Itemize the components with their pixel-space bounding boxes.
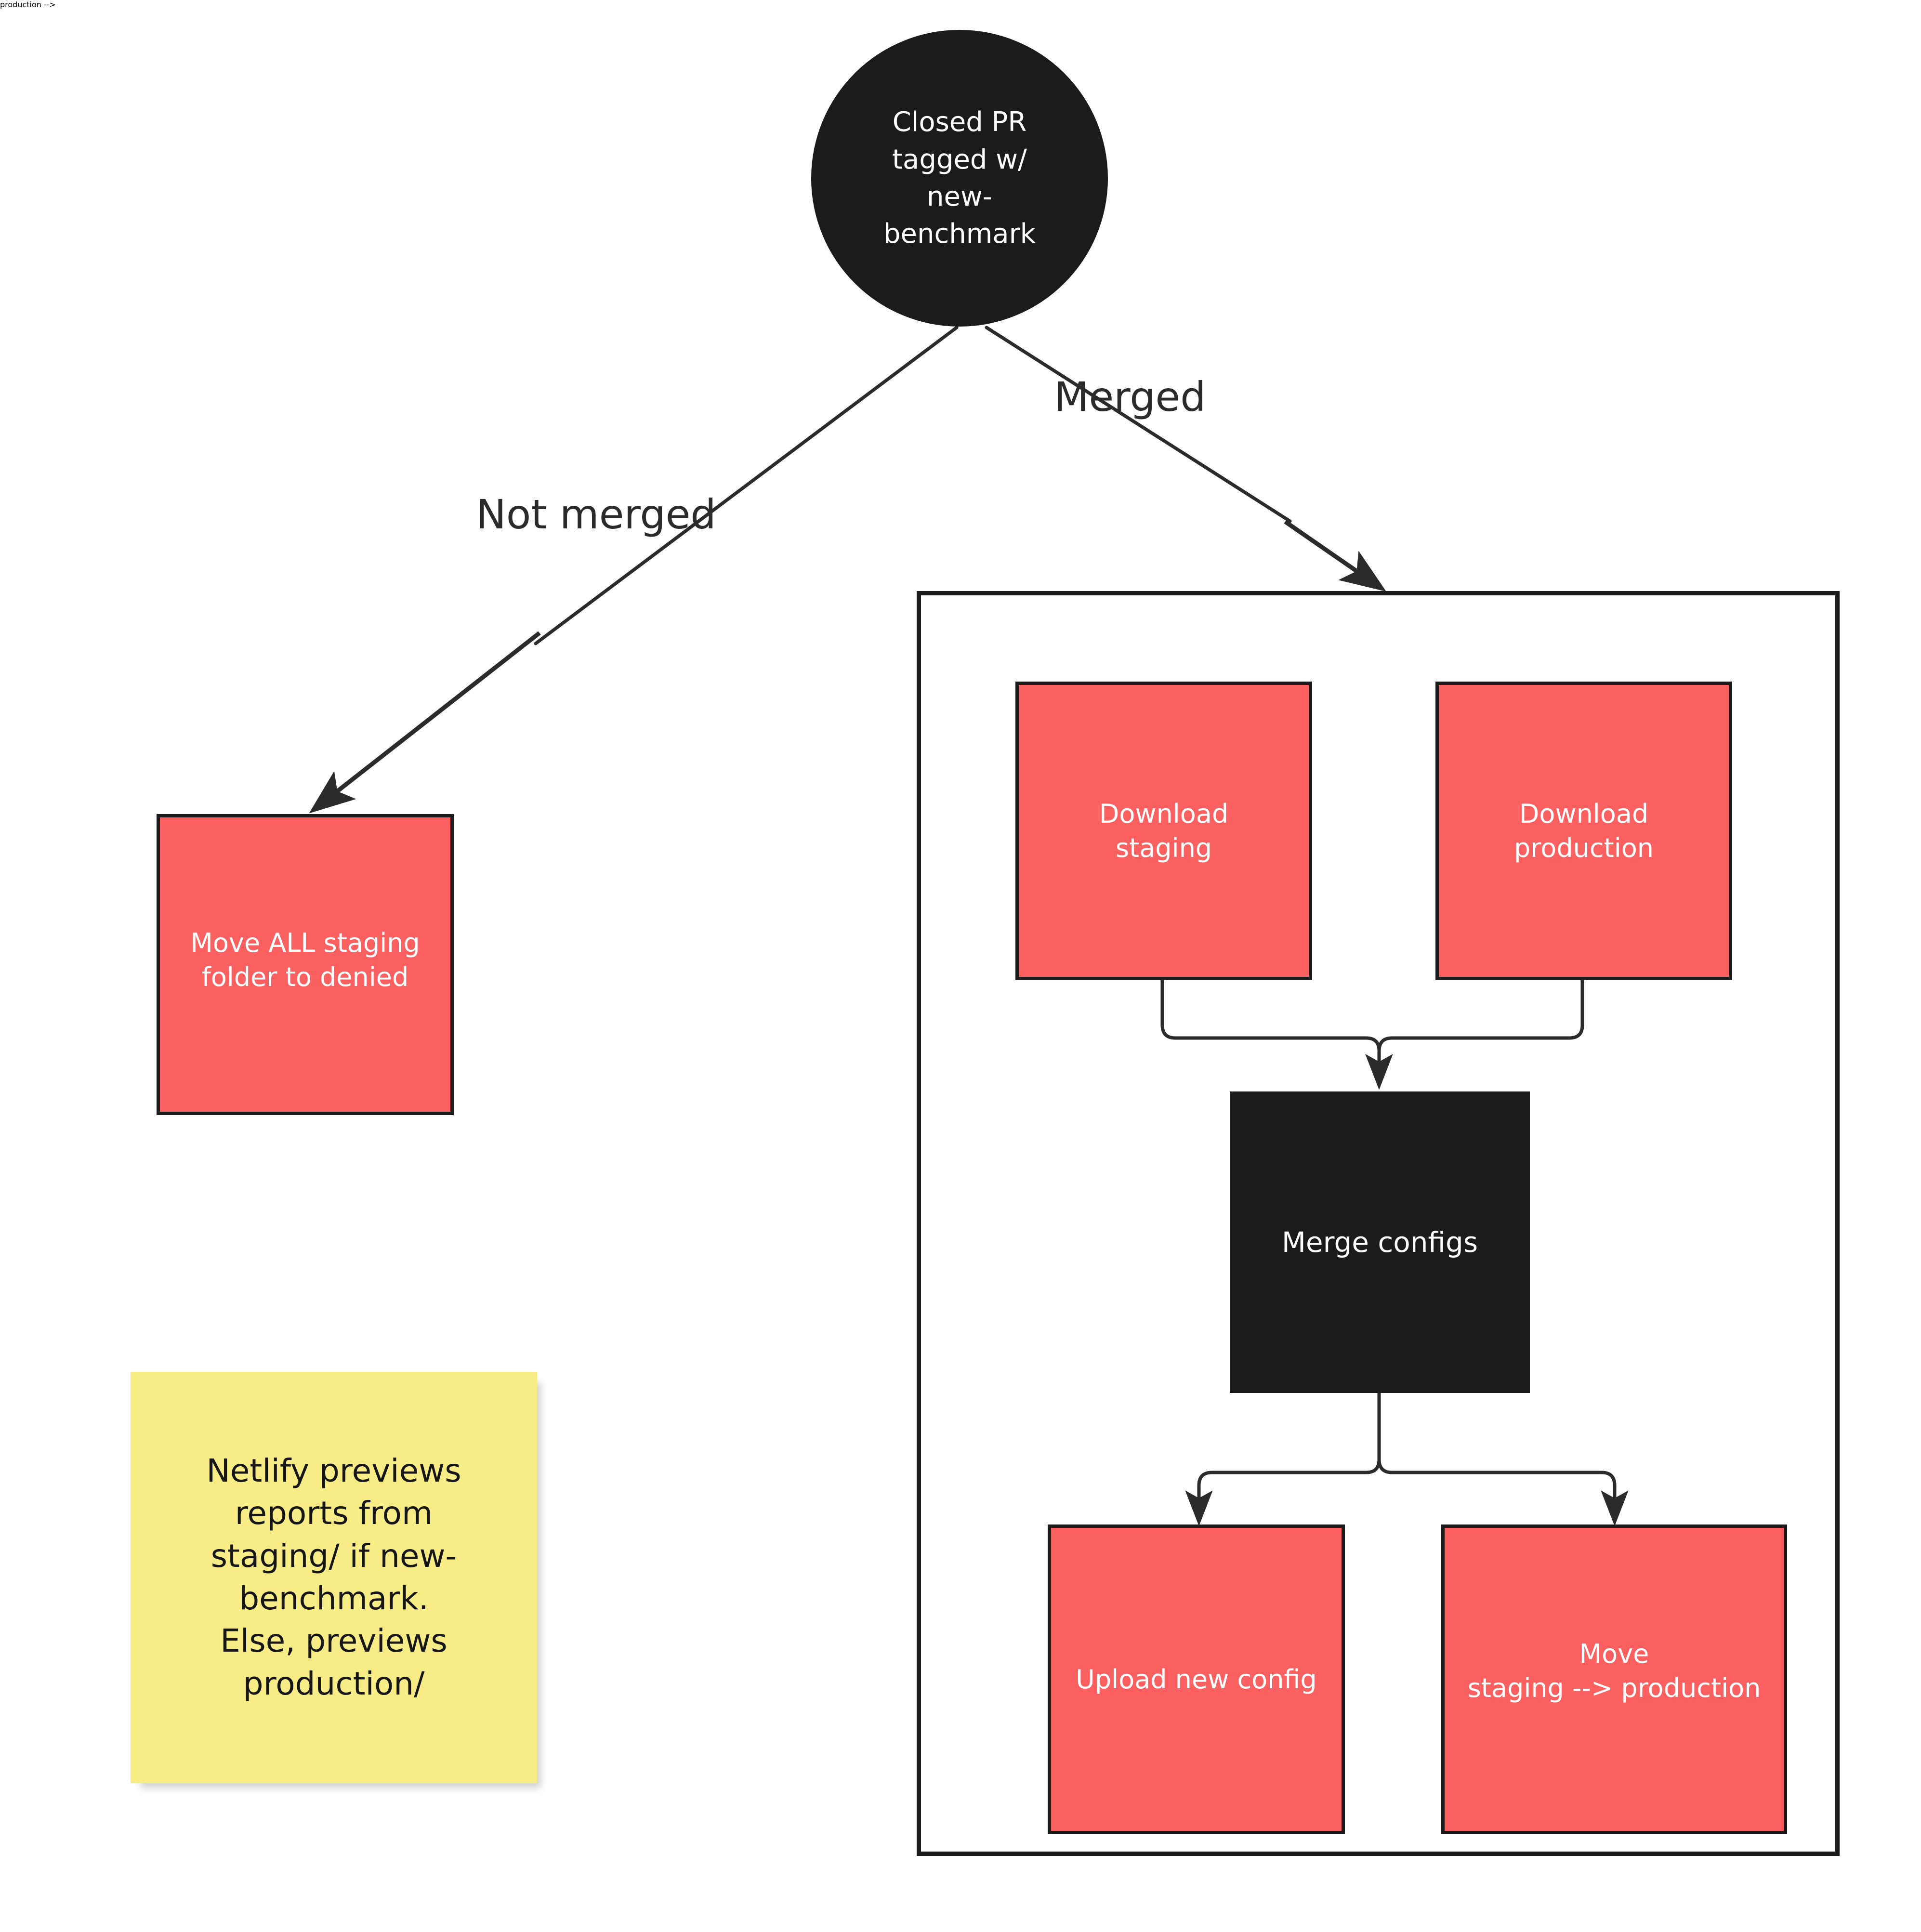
node-move-staging-to-production[interactable]: Move staging --> production <box>1441 1525 1787 1834</box>
node-download-production-label: Download production <box>1514 798 1654 863</box>
node-merge-configs[interactable]: Merge configs <box>1230 1091 1530 1393</box>
edge-label-not-merged: Not merged <box>476 491 716 538</box>
sticky-note-text: Netlify previews reports from staging/ i… <box>206 1452 461 1702</box>
node-download-staging[interactable]: Download staging <box>1015 682 1312 980</box>
start-node-label: Closed PR tagged w/ new- benchmark <box>883 106 1036 250</box>
node-move-staging-to-production-label: Move staging --> production <box>1467 1639 1761 1704</box>
node-download-production[interactable]: Download production <box>1435 682 1732 980</box>
merged-branch-container <box>917 591 1840 1856</box>
sticky-note-netlify-previews[interactable]: Netlify previews reports from staging/ i… <box>131 1372 537 1783</box>
node-move-all-staging-to-denied[interactable]: Move ALL staging folder to denied <box>157 814 454 1115</box>
edge-label-merged: Merged <box>1054 373 1206 421</box>
node-download-staging-label: Download staging <box>1099 798 1229 863</box>
edge-merged-to-container <box>1284 520 1386 592</box>
edge-not-merged-to-move-staging <box>309 631 541 814</box>
node-upload-new-config[interactable]: Upload new config <box>1048 1525 1345 1834</box>
start-node-closed-pr[interactable]: Closed PR tagged w/ new- benchmark <box>811 30 1108 327</box>
node-move-all-staging-to-denied-label: Move ALL staging folder to denied <box>190 928 420 993</box>
edge-start-to-merged <box>985 326 1292 523</box>
node-merge-configs-label: Merge configs <box>1281 1225 1478 1259</box>
edge-start-to-not-merged <box>534 326 959 645</box>
node-upload-new-config-label: Upload new config <box>1076 1664 1317 1695</box>
